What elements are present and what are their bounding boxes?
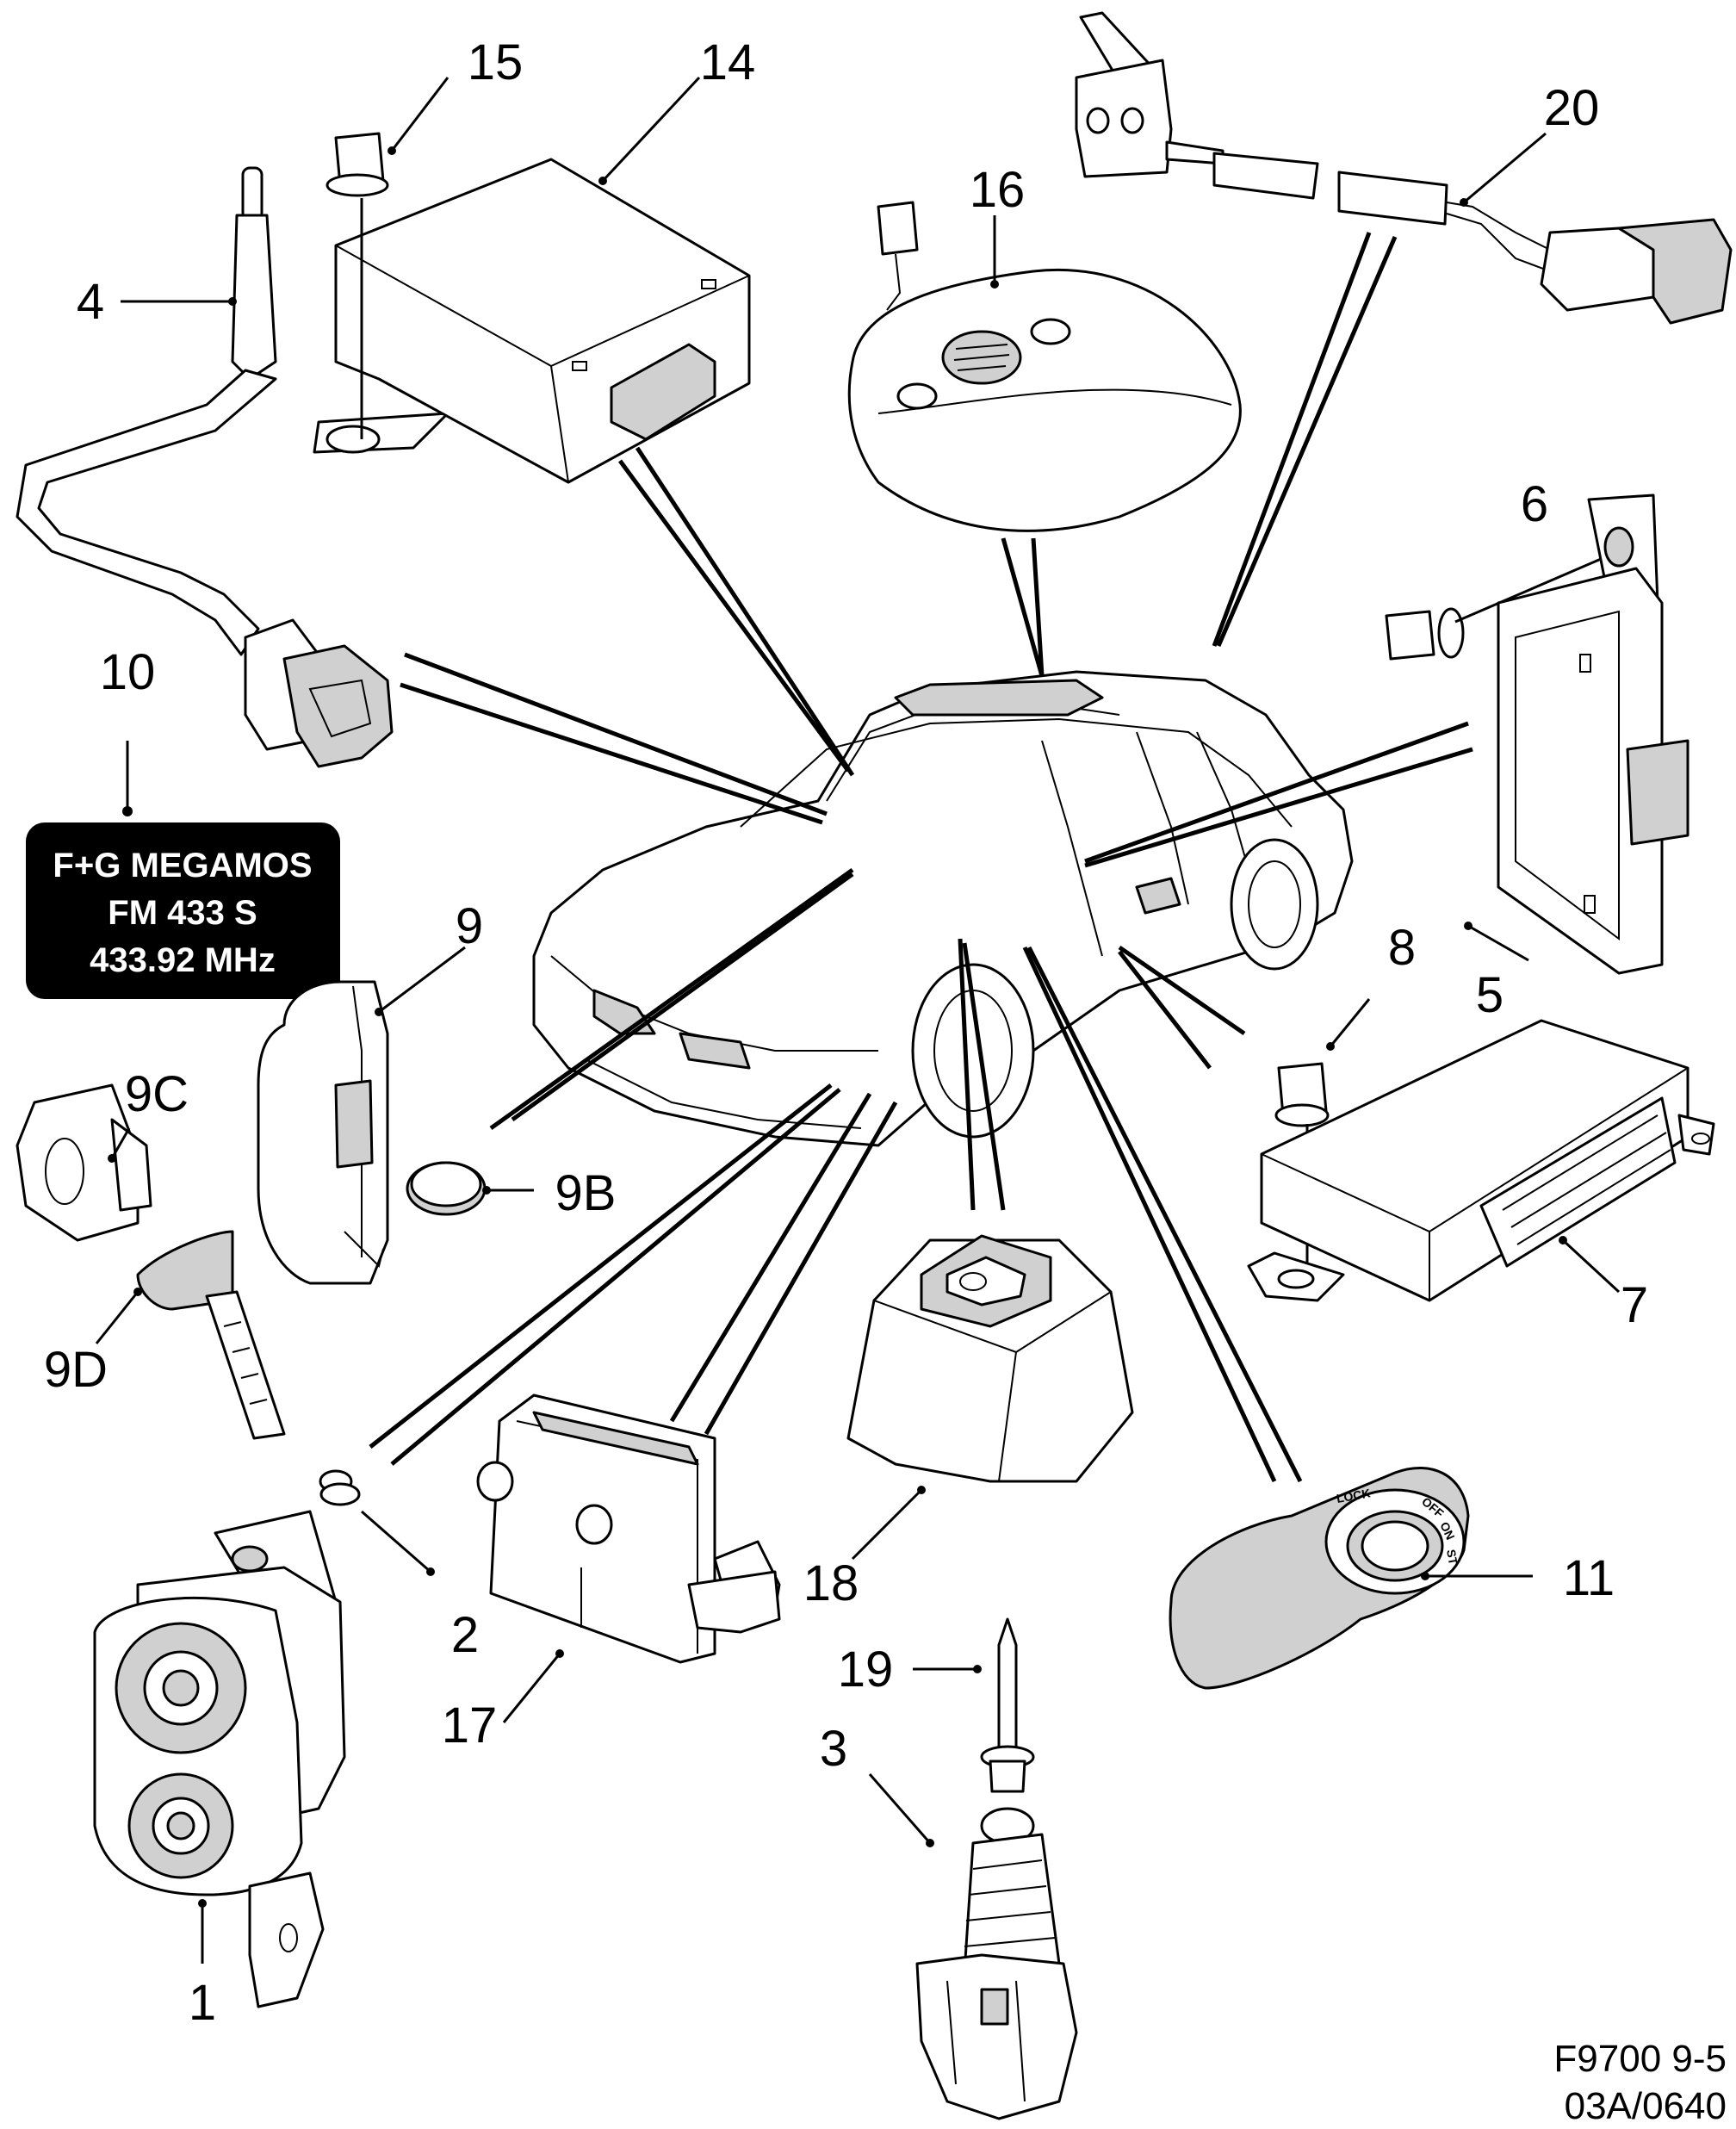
- part-9b-battery: [406, 1161, 534, 1216]
- leader-lines: [95, 76, 1621, 1964]
- callout-10: 10: [100, 644, 156, 700]
- callout-4: 4: [77, 274, 104, 330]
- label-plate-text: F+G MEGAMOS FM 433 S 433.92 MHz: [53, 847, 312, 979]
- ignition-markings: LOCK OFF ON ST: [1336, 1486, 1460, 1566]
- label-line-1: F+G MEGAMOS: [53, 847, 312, 884]
- callout-19: 19: [838, 1642, 894, 1698]
- ignition-st-text: ST: [1444, 1549, 1460, 1567]
- part-3-actuator: [915, 1807, 1078, 2120]
- part-18-cover: [846, 1234, 1134, 1483]
- callout-18: 18: [803, 1555, 859, 1611]
- figure-reference-line-1: F9700 9-5: [1553, 2038, 1727, 2080]
- part-19-pin: [980, 1617, 1035, 1793]
- figure-reference-line-2: 03A/0640: [1565, 2085, 1727, 2127]
- callout-15: 15: [468, 34, 524, 90]
- callout-2: 2: [451, 1607, 479, 1663]
- callout-7: 7: [1621, 1277, 1648, 1333]
- part-7-control-unit: [1247, 1019, 1715, 1302]
- part-15-bolt: [326, 132, 389, 439]
- part-20-cable-connector: [1075, 11, 1733, 325]
- part-9-key-fob: [257, 980, 389, 1285]
- car-illustration: [532, 670, 1354, 1147]
- part-2-nut: [319, 1469, 431, 1573]
- callout-14: 14: [700, 34, 756, 90]
- callout-20: 20: [1544, 80, 1600, 136]
- label-line-3: 433.92 MHz: [90, 941, 276, 979]
- part-9d-key-blade: [136, 1230, 286, 1440]
- callout-numbers: 15 14 4 16 20 6 10 9 8 5 9C 9B 7 9D 18 1…: [44, 34, 1648, 2031]
- callout-6: 6: [1521, 476, 1548, 532]
- label-line-2: FM 433 S: [108, 894, 257, 932]
- callout-9c: 9C: [125, 1066, 189, 1122]
- part-1-siren: [93, 1510, 346, 2008]
- ignition-lock-text: LOCK: [1336, 1486, 1372, 1505]
- callout-9: 9: [456, 898, 483, 954]
- part-16-interior-light: [847, 201, 1242, 532]
- part-10-label-plate: [26, 741, 340, 999]
- callout-17: 17: [442, 1698, 498, 1753]
- part-5-module: [1497, 493, 1690, 975]
- part-4-antenna-cable: [16, 166, 394, 768]
- callout-9b: 9B: [555, 1165, 617, 1221]
- callout-16: 16: [970, 162, 1026, 218]
- callout-3: 3: [820, 1721, 847, 1777]
- callout-5: 5: [1476, 967, 1504, 1023]
- callout-8: 8: [1388, 920, 1416, 976]
- callout-9d: 9D: [44, 1342, 108, 1398]
- callout-1: 1: [189, 1975, 216, 2031]
- part-17-bracket: [476, 1393, 781, 1664]
- pointer-lines: [369, 232, 1473, 1483]
- callout-11: 11: [1563, 1550, 1615, 1606]
- part-6-bolt: [1385, 549, 1620, 661]
- part-14-control-unit: [313, 158, 751, 484]
- figure-reference: F9700 9-5 03A/0640: [1553, 2038, 1727, 2127]
- part-11-ignition-surround: [1169, 1466, 1470, 1690]
